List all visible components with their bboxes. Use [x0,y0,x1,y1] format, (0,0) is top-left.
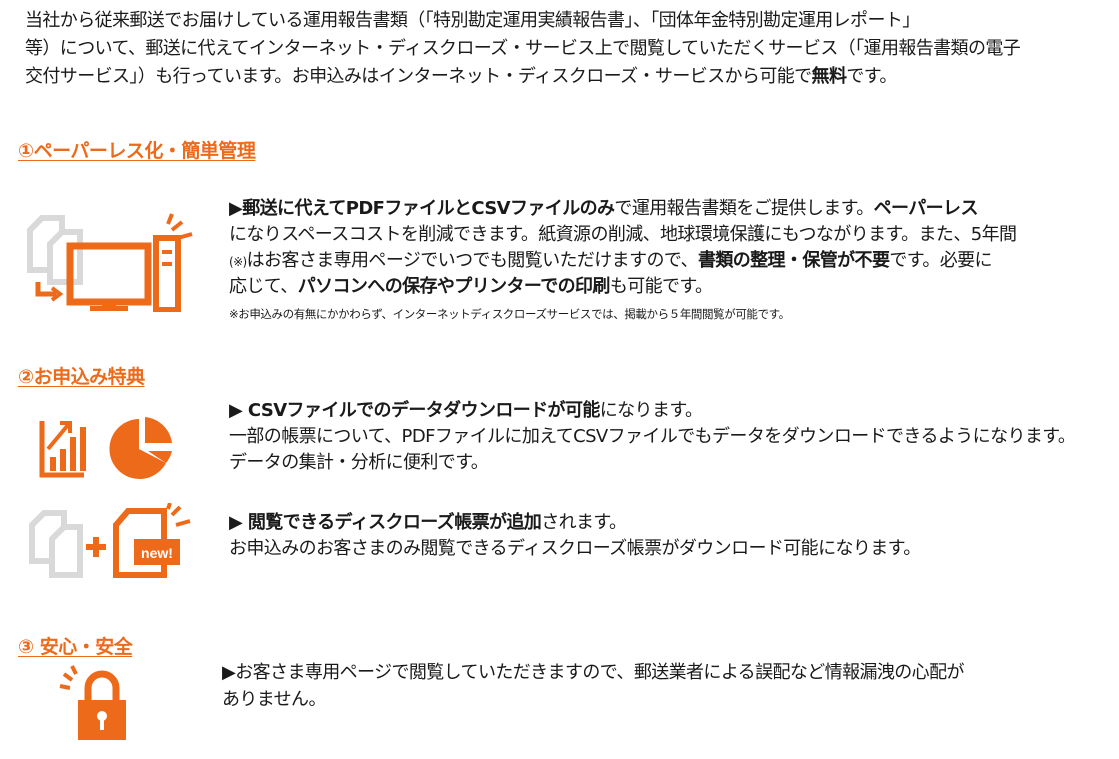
emphasis: ペーパーレス [873,198,979,219]
section2-csv-line-1: ▶ CSVファイルでのデータダウンロードが可能になります。 [229,398,703,424]
text: されます。 [541,512,627,533]
free-emphasis: 無料 [811,66,847,87]
section2-disclose-line-2: お申込みのお客さまのみ閲覧できるディスクローズ帳票がダウンロード可能になります。 [229,538,921,559]
section-heading-paperless: ①ペーパーレス化・簡単管理 [18,140,256,162]
emphasis: 書類の整理・保管が不要 [697,250,890,271]
emphasis: ▶ 閲覧できるディスクローズ帳票が追加 [229,512,542,533]
text: です。必要に [889,250,992,271]
section1-line-3: (※)はお客さま専用ページでいつでも閲覧いただけますので、書類の整理・保管が不要… [229,248,993,275]
intro-text: です。 [846,66,897,87]
intro-line-2: 等）について、郵送に代えてインターネット・ディスクローズ・サービス上で閲覧してい… [25,38,1021,59]
section1-line-4: 応じて、パソコンへの保存やプリンターでの印刷も可能です。 [229,274,713,300]
section1-footnote: ※お申込みの有無にかかわらず、インターネットディスクローズサービスでは、掲載から… [229,307,790,321]
intro-line-3: 交付サービス」）も行っています。お申込みはインターネット・ディスクローズ・サービ… [25,64,897,90]
text: はお客さま専用ページでいつでも閲覧いただけますので、 [246,250,699,271]
text: で運用報告書類をご提供します。 [614,198,874,219]
padlock-icon [59,665,126,740]
emphasis: ▶郵送に代えてPDFファイルとCSVファイルのみ [229,198,615,219]
emphasis: パソコンへの保存やプリンターでの印刷 [297,276,611,297]
text: も可能です。 [609,276,713,297]
section2-disclose-line-1: ▶ 閲覧できるディスクローズ帳票が追加されます。 [229,510,627,536]
intro-text: 交付サービス」）も行っています。お申込みはインターネット・ディスクローズ・サービ… [25,66,812,87]
add-new-document-icon: new! [29,503,191,578]
text: になります。 [599,400,703,421]
intro-line-1: 当社から従来郵送でお届けしている運用報告書類（「特別勘定運用実績報告書」、「団体… [25,10,920,31]
text: 応じて、 [229,276,298,297]
section3-line-2: ありません。 [222,689,326,710]
footnote-marker: (※) [229,255,247,269]
section1-line-1: ▶郵送に代えてPDFファイルとCSVファイルのみで運用報告書類をご提供します。ペ… [229,196,978,222]
section-heading-security: ③ 安心・安全 [18,636,133,658]
computer-documents-icon [27,213,193,312]
section-heading-benefits: ②お申込み特典 [18,366,145,388]
section3-line-1: ▶お客さま専用ページで閲覧していただきますので、郵送業者による誤配など情報漏洩の… [222,662,964,683]
section2-csv-line-3: データの集計・分析に便利です。 [229,452,489,473]
new-badge: new! [141,545,173,561]
chart-graph-icon [39,417,172,479]
section1-line-2: になりスペースコストを削減できます。紙資源の削減、地球環境保護にもつながります。… [229,224,1017,245]
emphasis: ▶ CSVファイルでのデータダウンロードが可能 [229,400,600,421]
section2-csv-line-2: 一部の帳票について、PDFファイルに加えてCSVファイルでもデータをダウンロード… [229,426,1076,447]
